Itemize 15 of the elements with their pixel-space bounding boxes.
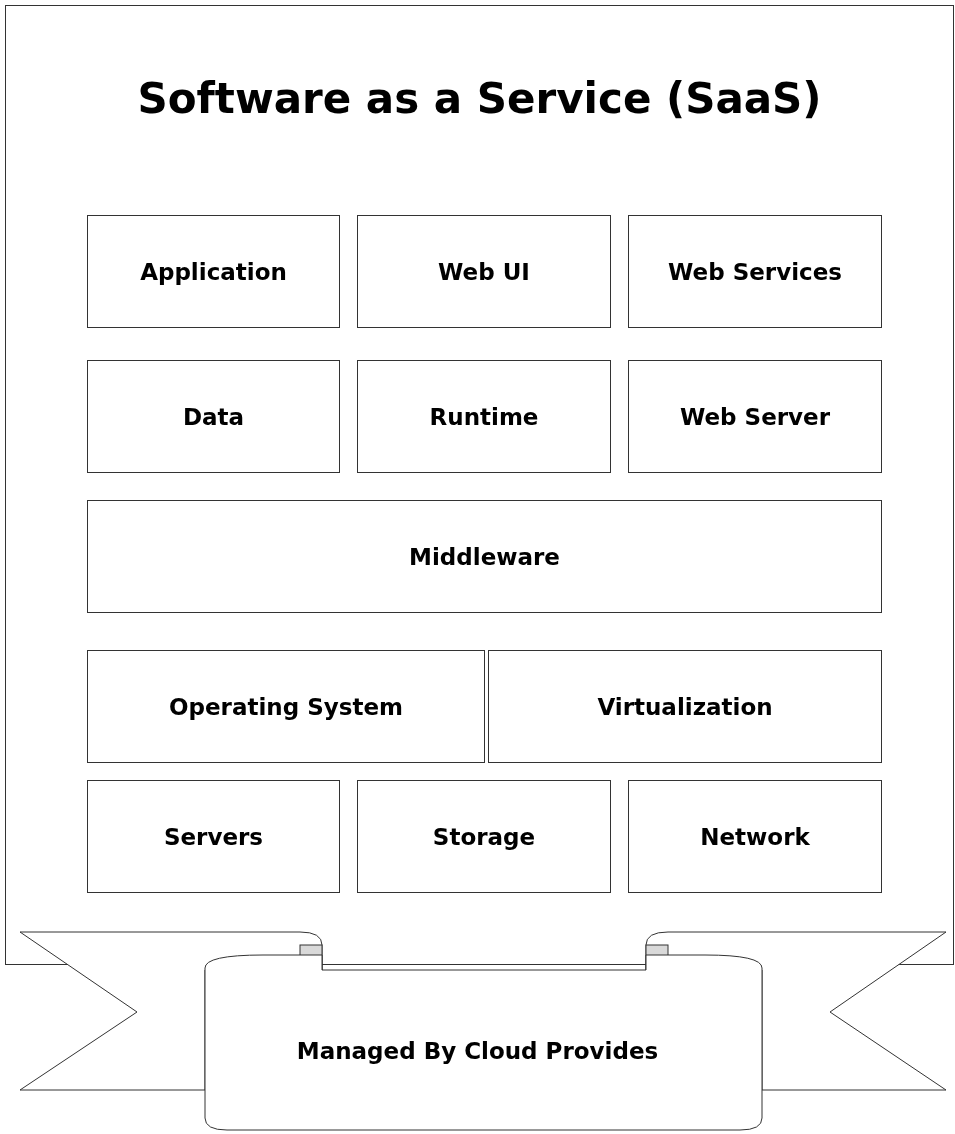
layer-box: Web Server [628, 360, 882, 473]
layer-box: Virtualization [488, 650, 882, 763]
frame-panel [5, 5, 954, 965]
layer-box: Web Services [628, 215, 882, 328]
layer-box: Storage [357, 780, 611, 893]
layer-box: Data [87, 360, 340, 473]
layer-box: Network [628, 780, 882, 893]
layer-box: Application [87, 215, 340, 328]
layer-box: Middleware [87, 500, 882, 613]
layer-box: Servers [87, 780, 340, 893]
layer-box: Runtime [357, 360, 611, 473]
title: Software as a Service (SaaS) [136, 74, 823, 123]
layer-box: Web UI [357, 215, 611, 328]
banner-label: Managed By Cloud Provides [296, 1038, 659, 1064]
layer-box: Operating System [87, 650, 485, 763]
